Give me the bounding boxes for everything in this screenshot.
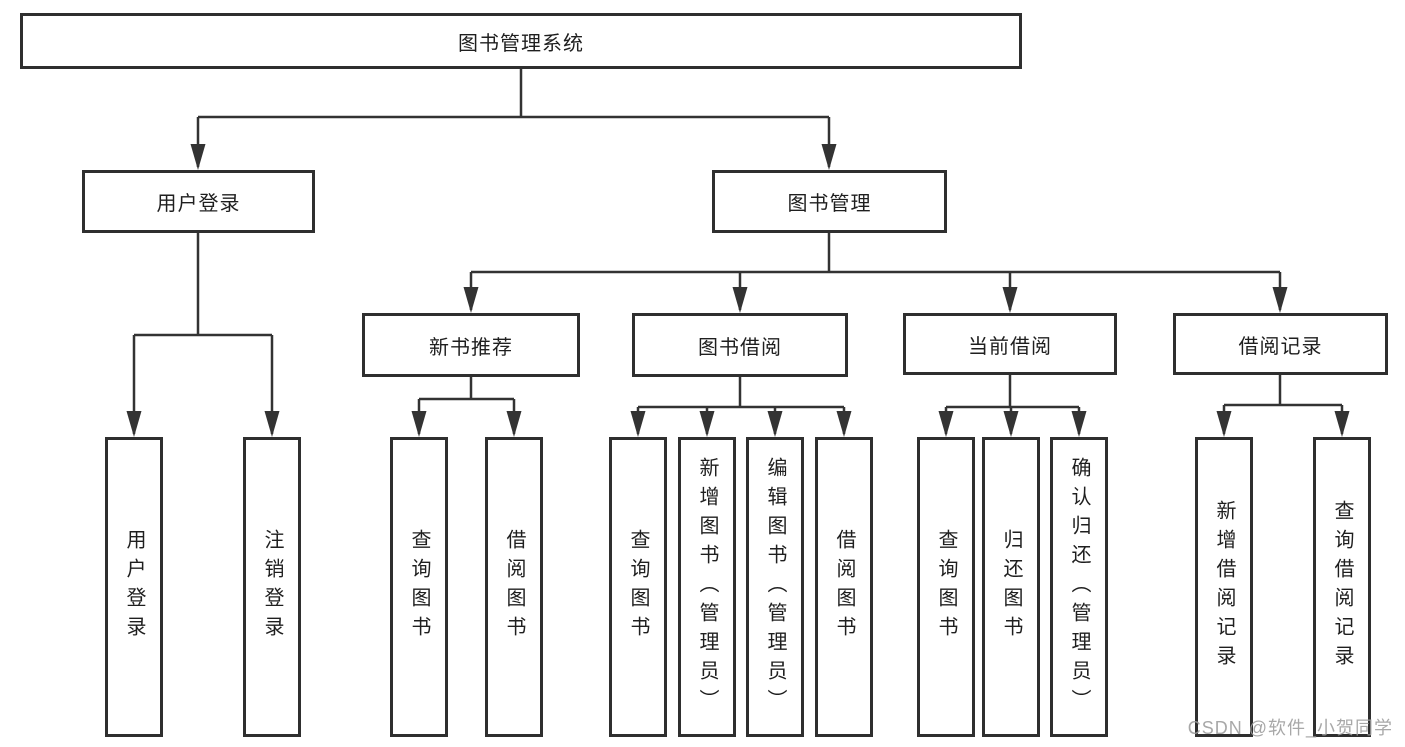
- leaf-query-books-current-label: 查询图书: [935, 529, 957, 645]
- leaf-logout-label: 注销登录: [261, 529, 283, 645]
- leaf-add-books-admin: 新增图书（管理员）: [678, 437, 736, 737]
- leaf-user-login-label: 用户登录: [123, 529, 145, 645]
- leaf-logout: 注销登录: [243, 437, 301, 737]
- leaf-query-borrow-record: 查询借阅记录: [1313, 437, 1371, 737]
- leaf-borrow-books-recommend: 借阅图书: [485, 437, 543, 737]
- leaf-confirm-return-admin: 确认归还（管理员）: [1050, 437, 1108, 737]
- leaf-add-borrow-record: 新增借阅记录: [1195, 437, 1253, 737]
- root-node-library-management-system: 图书管理系统: [20, 13, 1022, 69]
- leaf-borrow-books-borrowing: 借阅图书: [815, 437, 873, 737]
- node-book-borrowing-label: 图书借阅: [698, 336, 782, 359]
- node-current-borrowing: 当前借阅: [903, 313, 1117, 375]
- leaf-edit-books-admin-label: 编辑图书（管理员）: [764, 456, 786, 718]
- leaf-user-login: 用户登录: [105, 437, 163, 737]
- branch-user-login: 用户登录: [82, 170, 315, 233]
- node-new-book-recommend: 新书推荐: [362, 313, 580, 377]
- leaf-confirm-return-admin-label: 确认归还（管理员）: [1068, 456, 1090, 718]
- root-node-label: 图书管理系统: [458, 32, 584, 55]
- leaf-query-books-borrowing: 查询图书: [609, 437, 667, 737]
- leaf-borrow-books-borrowing-label: 借阅图书: [833, 529, 855, 645]
- node-borrowing-records-label: 借阅记录: [1238, 335, 1323, 358]
- node-current-borrowing-label: 当前借阅: [968, 335, 1052, 358]
- leaf-query-borrow-record-label: 查询借阅记录: [1331, 500, 1353, 674]
- leaf-return-books-label: 归还图书: [1000, 529, 1022, 645]
- leaf-query-books-recommend-label: 查询图书: [408, 529, 430, 645]
- arrowheads: [126, 144, 1350, 437]
- leaf-borrow-books-recommend-label: 借阅图书: [503, 529, 525, 645]
- leaf-add-books-admin-label: 新增图书（管理员）: [696, 456, 718, 718]
- branch-book-management: 图书管理: [712, 170, 947, 233]
- branch-book-management-label: 图书管理: [787, 193, 872, 215]
- csdn-watermark: CSDN @软件_小贺同学: [1187, 718, 1393, 738]
- leaf-query-books-recommend: 查询图书: [390, 437, 448, 737]
- branch-user-login-label: 用户登录: [156, 193, 241, 215]
- leaf-edit-books-admin: 编辑图书（管理员）: [746, 437, 804, 737]
- leaf-add-borrow-record-label: 新增借阅记录: [1213, 500, 1235, 674]
- leaf-return-books: 归还图书: [982, 437, 1040, 737]
- leaf-query-books-borrowing-label: 查询图书: [627, 529, 649, 645]
- node-new-book-recommend-label: 新书推荐: [429, 336, 513, 359]
- node-borrowing-records: 借阅记录: [1173, 313, 1388, 375]
- leaf-query-books-current: 查询图书: [917, 437, 975, 737]
- node-book-borrowing: 图书借阅: [632, 313, 848, 377]
